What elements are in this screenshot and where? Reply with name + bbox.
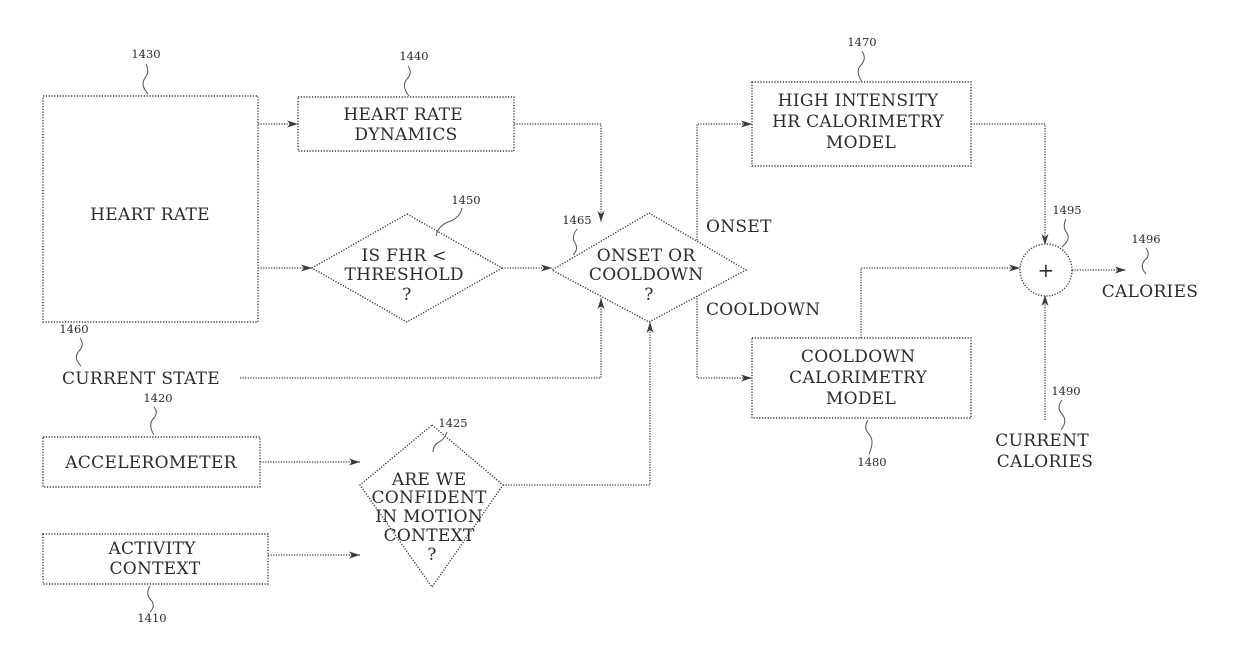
- ref-1495: 1495: [1052, 203, 1081, 217]
- ref-1430: 1430: [131, 47, 160, 61]
- hr-dynamics-label: HEART RATE DYNAMICS: [343, 105, 468, 145]
- lead-1480: [866, 420, 872, 454]
- ref-1440: 1440: [399, 49, 428, 63]
- lead-1495: [1062, 219, 1068, 247]
- lead-1460: [76, 338, 82, 366]
- lead-1430: [143, 64, 148, 94]
- ref-1470: 1470: [847, 35, 876, 49]
- current-calories-label: CURRENT CALORIES: [995, 431, 1094, 472]
- lead-1496: [1142, 248, 1148, 274]
- onset-branch-label: ONSET: [706, 217, 772, 237]
- arrow-cooldown-model-to-sum: [861, 268, 1020, 338]
- lead-1470: [858, 51, 864, 82]
- current-state-label: CURRENT STATE: [62, 369, 220, 389]
- heart-rate-label: HEART RATE: [90, 205, 210, 225]
- arrow-dynamics-to-decision: [514, 124, 601, 222]
- ref-1480: 1480: [857, 455, 886, 469]
- calories-output-label: CALORIES: [1102, 282, 1198, 302]
- lead-1490: [1059, 400, 1065, 430]
- cooldown-branch-label: COOLDOWN: [706, 300, 821, 320]
- lead-1440: [404, 66, 410, 96]
- arrow-confidence-to-decision: [503, 322, 650, 485]
- lead-1420: [151, 407, 157, 435]
- ref-1420: 1420: [143, 391, 172, 405]
- ref-1450: 1450: [451, 193, 480, 207]
- ref-1465: 1465: [562, 213, 591, 227]
- accelerometer-label: ACCELEROMETER: [64, 453, 237, 473]
- lead-1465: [573, 229, 577, 255]
- lead-1450: [436, 208, 462, 236]
- ref-1496: 1496: [1131, 232, 1160, 246]
- ref-1460: 1460: [59, 322, 88, 336]
- plus-symbol: +: [1037, 258, 1054, 282]
- ref-1425: 1425: [438, 416, 467, 430]
- ref-1410: 1410: [137, 611, 166, 625]
- ref-1490: 1490: [1051, 384, 1080, 398]
- arrow-high-intensity-to-sum: [971, 124, 1045, 245]
- activity-context-label: ACTIVITY CONTEXT: [107, 539, 201, 579]
- lead-1410: [148, 586, 154, 612]
